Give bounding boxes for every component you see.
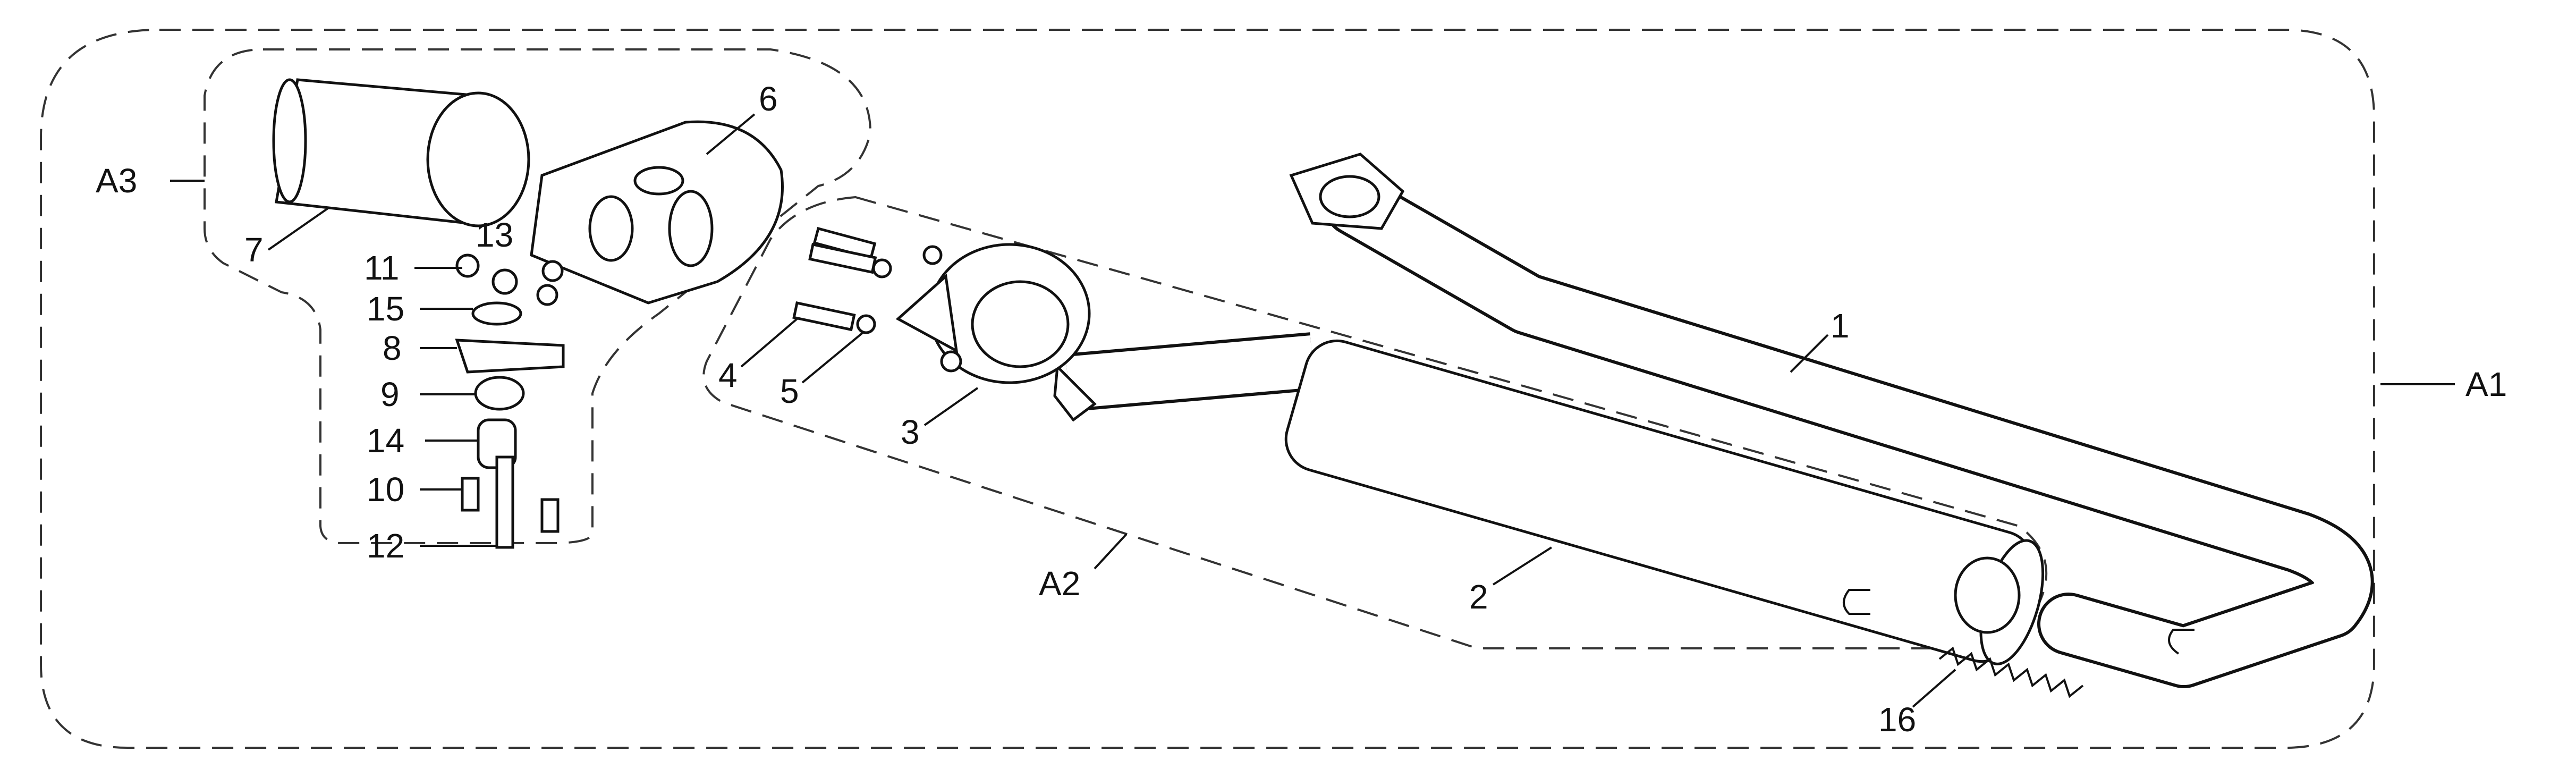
assembly-a2-boundary [702, 196, 2048, 649]
label-part-3: 3 [901, 413, 920, 451]
leader-lines [170, 113, 2455, 708]
label-a1: A1 [2465, 365, 2507, 403]
label-part-16: 16 [1878, 700, 1916, 739]
part-4-bolts [792, 226, 877, 332]
part-7-sleeve [272, 78, 530, 227]
part-16-spring [1938, 646, 2084, 698]
hardware-stack-parts-8-15 [455, 253, 565, 549]
label-a2: A2 [1039, 564, 1080, 603]
part-6-shield-bracket [530, 120, 784, 305]
assembly-a3-boundary [204, 48, 872, 544]
label-part-14: 14 [367, 421, 404, 460]
label-a3: A3 [96, 162, 137, 200]
assembly-a1-boundary [40, 29, 2375, 749]
label-part-11: 11 [364, 249, 399, 287]
part-3-end-cap [895, 243, 1091, 384]
label-part-8: 8 [383, 329, 402, 367]
label-part-9: 9 [380, 375, 400, 413]
label-part-10: 10 [367, 470, 404, 509]
label-part-2: 2 [1469, 578, 1488, 616]
label-part-1: 1 [1831, 307, 1850, 345]
part-2-muffler [1053, 332, 2045, 665]
label-part-7: 7 [244, 231, 264, 269]
part-1-header-pipe [1289, 153, 2374, 688]
label-part-13: 13 [476, 216, 513, 254]
label-part-6: 6 [759, 80, 778, 118]
part-5-washers [856, 245, 943, 334]
label-part-15: 15 [367, 290, 404, 328]
label-part-4: 4 [718, 356, 738, 394]
label-part-12: 12 [367, 527, 404, 565]
label-part-5: 5 [780, 372, 799, 410]
